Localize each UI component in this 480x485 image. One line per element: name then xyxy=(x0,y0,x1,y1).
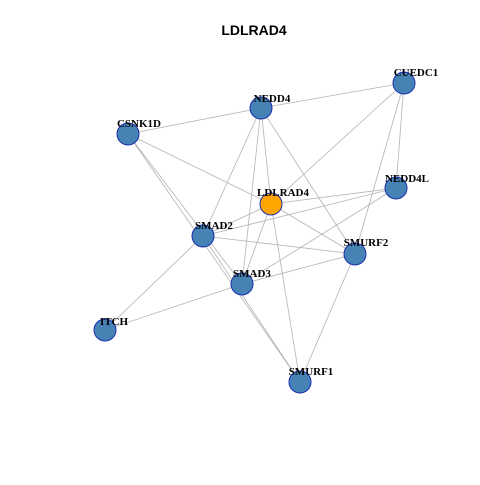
node-nedd4l: NEDD4L xyxy=(384,173,429,200)
node-label-csnk1d: CSNK1D xyxy=(117,118,161,130)
edge-csnk1d-ldlrad4 xyxy=(127,133,272,205)
edge-nedd4-smurf2 xyxy=(260,107,356,255)
edge-ldlrad4-smad3 xyxy=(241,203,272,285)
node-label-smurf1: SMURF1 xyxy=(289,366,334,378)
node-smad2: SMAD2 xyxy=(191,220,233,248)
node-circle-smad3 xyxy=(230,272,254,296)
node-cuedc1: CUEDC1 xyxy=(392,67,439,95)
node-circle-nedd4l xyxy=(384,176,408,200)
node-smurf2: SMURF2 xyxy=(343,237,389,266)
node-label-smurf2: SMURF2 xyxy=(344,237,389,249)
edge-smad2-smurf2 xyxy=(202,235,356,255)
edge-smad2-smurf1 xyxy=(202,235,301,383)
node-ldlrad4: LDLRAD4 xyxy=(257,187,309,216)
edge-csnk1d-smad3 xyxy=(127,133,243,285)
node-circle-smad2 xyxy=(191,224,215,248)
node-nedd4: NEDD4 xyxy=(249,93,291,120)
node-circle-ldlrad4 xyxy=(259,192,283,216)
edge-nedd4-cuedc1 xyxy=(260,82,405,109)
node-smad3: SMAD3 xyxy=(230,268,271,296)
edge-smad2-itch xyxy=(104,235,204,331)
edge-ldlrad4-smurf2 xyxy=(270,203,356,255)
node-csnk1d: CSNK1D xyxy=(116,118,161,146)
edge-ldlrad4-smurf1 xyxy=(270,203,301,383)
edge-nedd4-smad2 xyxy=(202,107,262,237)
node-circle-cuedc1 xyxy=(392,71,416,95)
graph-title: LDLRAD4 xyxy=(221,22,287,38)
edge-ldlrad4-smad2 xyxy=(202,203,272,237)
node-label-itch: ITCH xyxy=(100,316,129,328)
edge-nedd4-smad3 xyxy=(241,107,262,285)
edge-cuedc1-smurf2 xyxy=(354,82,405,255)
edge-ldlrad4-nedd4l xyxy=(270,187,397,205)
edge-cuedc1-ldlrad4 xyxy=(270,82,405,205)
node-label-nedd4: NEDD4 xyxy=(254,93,291,105)
edge-csnk1d-smurf1 xyxy=(127,133,301,383)
node-label-cuedc1: CUEDC1 xyxy=(394,67,439,79)
node-circle-nedd4 xyxy=(249,96,273,120)
node-label-ldlrad4: LDLRAD4 xyxy=(257,187,309,199)
edge-nedd4l-smad2 xyxy=(202,187,397,237)
edge-smad3-itch xyxy=(104,283,243,331)
node-label-smad3: SMAD3 xyxy=(233,268,271,280)
node-smurf1: SMURF1 xyxy=(288,366,334,394)
edge-smad3-smurf2 xyxy=(241,253,356,285)
node-itch: ITCH xyxy=(93,316,129,342)
edge-layer xyxy=(104,82,405,383)
edge-csnk1d-nedd4 xyxy=(127,107,262,135)
node-label-nedd4l: NEDD4L xyxy=(385,173,429,185)
edge-nedd4-ldlrad4 xyxy=(260,107,272,205)
node-circle-csnk1d xyxy=(116,122,140,146)
edge-nedd4l-smad3 xyxy=(241,187,397,285)
node-label-smad2: SMAD2 xyxy=(195,220,233,232)
edge-smurf2-smurf1 xyxy=(299,253,356,383)
node-circle-smurf2 xyxy=(343,242,367,266)
node-circle-itch xyxy=(93,318,117,342)
edge-cuedc1-nedd4l xyxy=(395,82,405,189)
node-circle-smurf1 xyxy=(288,370,312,394)
